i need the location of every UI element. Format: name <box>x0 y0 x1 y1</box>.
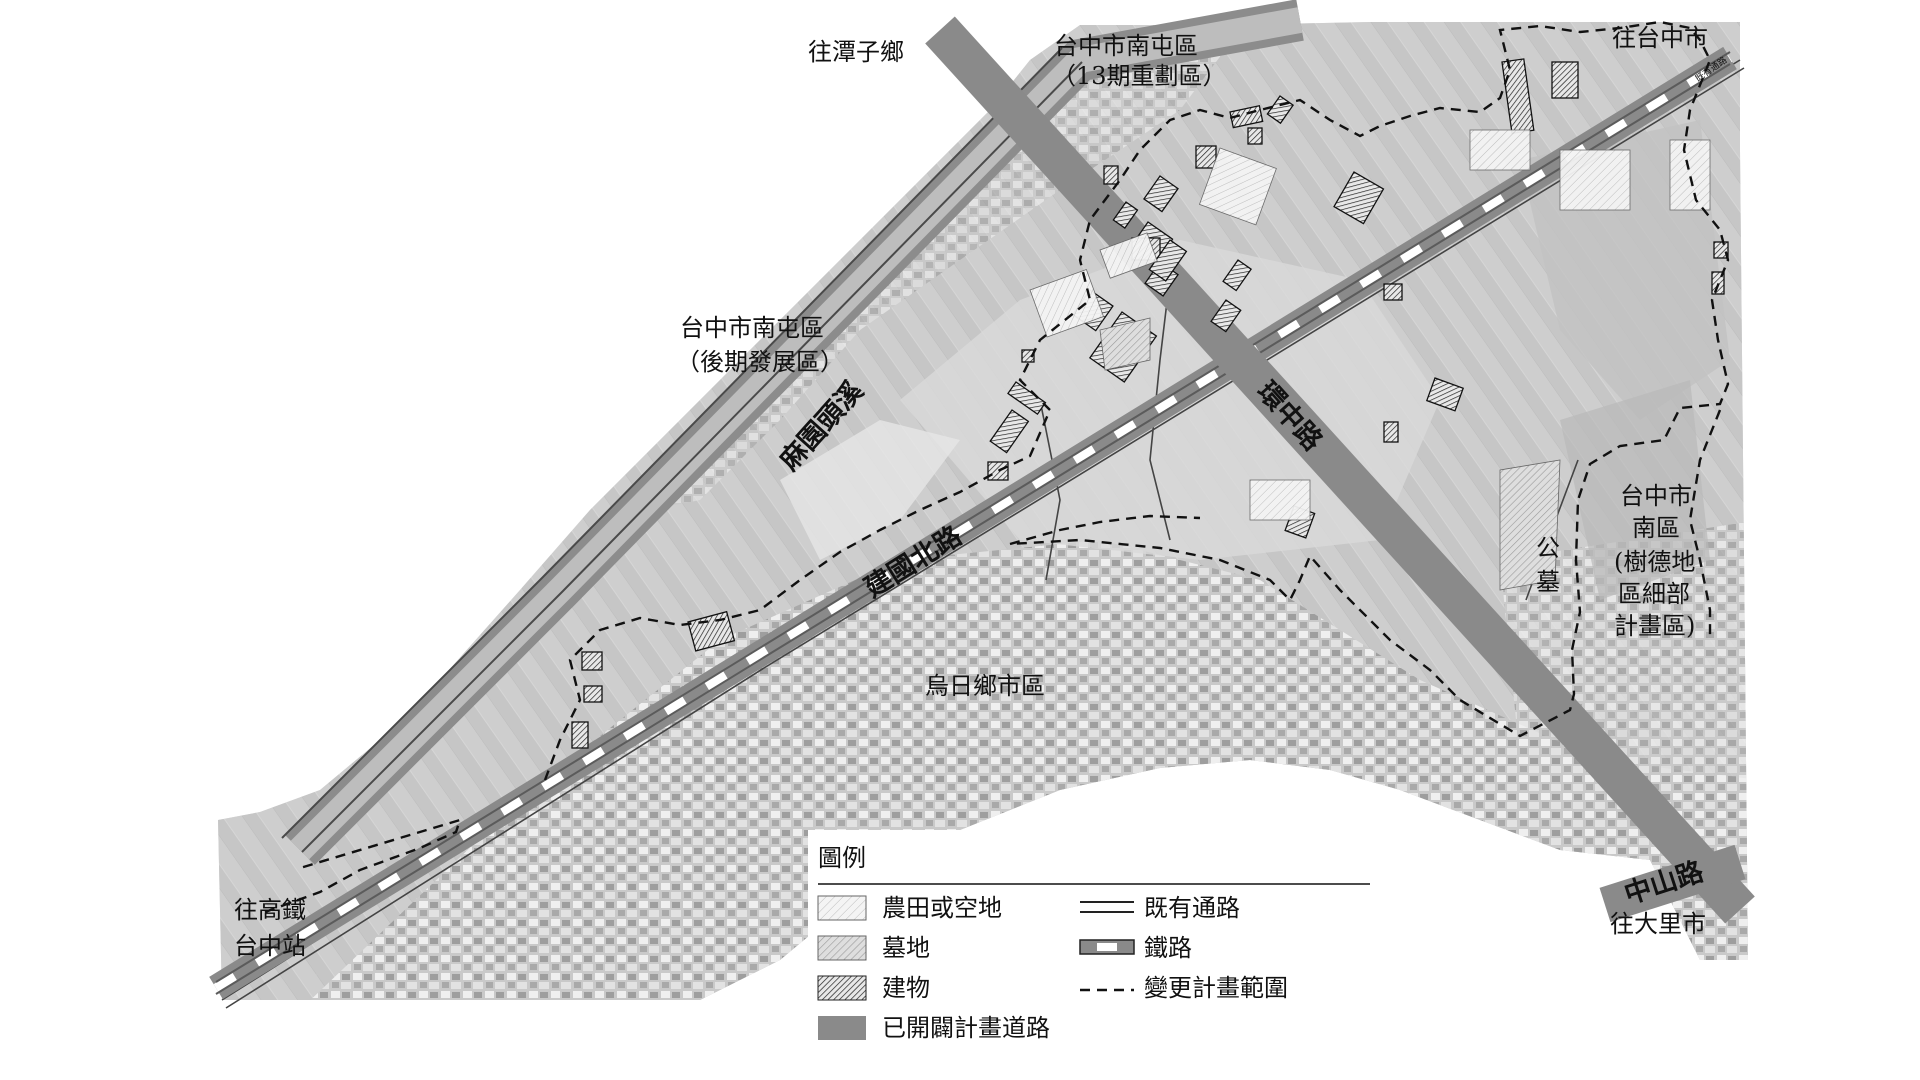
legend-title: 圖例 <box>818 844 866 872</box>
legend-swatch-planned-road <box>818 1016 866 1040</box>
farmland-parcels <box>1029 129 1711 521</box>
legend-label-farmland: 農田或空地 <box>882 894 1002 922</box>
label-cemetery-line2: 墓 <box>1536 568 1560 596</box>
label-south-line1: 台中市 <box>1620 482 1692 510</box>
label-nantun13-line2: （13期重劃區） <box>1052 62 1227 90</box>
label-wuri: 烏日鄉市區 <box>925 672 1045 700</box>
label-dali: 往大里市 <box>1610 910 1706 938</box>
cemetery-parcels <box>1099 317 1561 591</box>
legend-label-boundary: 變更計畫範圍 <box>1144 974 1288 1002</box>
label-south-line4: 區細部 <box>1618 580 1690 608</box>
label-taichung-city: 往台中市 <box>1612 24 1708 52</box>
legend-label-railway: 鐵路 <box>1144 934 1192 962</box>
label-south-line2: 南區 <box>1632 514 1680 542</box>
legend-label-building: 建物 <box>882 974 930 1002</box>
label-tanzi: 往潭子鄉 <box>808 38 904 66</box>
label-nantun-later-line2: （後期發展區） <box>676 348 844 376</box>
creek <box>281 0 1304 865</box>
label-nantun-later-line1: 台中市南屯區 <box>680 314 824 342</box>
label-hsr-line2: 台中站 <box>234 932 306 960</box>
legend: 圖例 農田或空地 既有通路 墓地 鐵路 建物 變更計畫範圍 已開闢計畫道路 <box>808 830 1384 1080</box>
label-south-line5: 計畫區) <box>1614 612 1695 640</box>
legend-swatch-farmland <box>817 895 867 921</box>
legend-swatch-existing-road <box>1080 901 1134 913</box>
legend-label-planned-road: 已開闢計畫道路 <box>882 1014 1050 1042</box>
legend-background <box>808 830 1384 1080</box>
legend-swatch-railway <box>1079 939 1135 955</box>
label-cemetery-line1: 公 <box>1536 534 1560 562</box>
legend-swatch-building <box>817 975 867 1001</box>
zhongshan-road <box>1599 844 1746 923</box>
label-nantun13-line1: 台中市南屯區 <box>1054 32 1198 60</box>
huanzhong-road <box>925 16 1755 924</box>
label-south-line3: (樹德地 <box>1614 548 1695 576</box>
legend-label-cemetery: 墓地 <box>882 934 930 962</box>
place-labels: 往潭子鄉 台中市南屯區 （13期重劃區） 往台中市 台中市南屯區 （後期發展區）… <box>234 24 1729 960</box>
plan-boundary <box>264 20 1730 914</box>
legend-label-existing-road: 既有通路 <box>1144 894 1240 922</box>
legend-swatch-cemetery <box>817 935 867 961</box>
label-hsr-line1: 往高鐵 <box>234 896 306 924</box>
jianguo-north-road <box>209 46 1737 1000</box>
